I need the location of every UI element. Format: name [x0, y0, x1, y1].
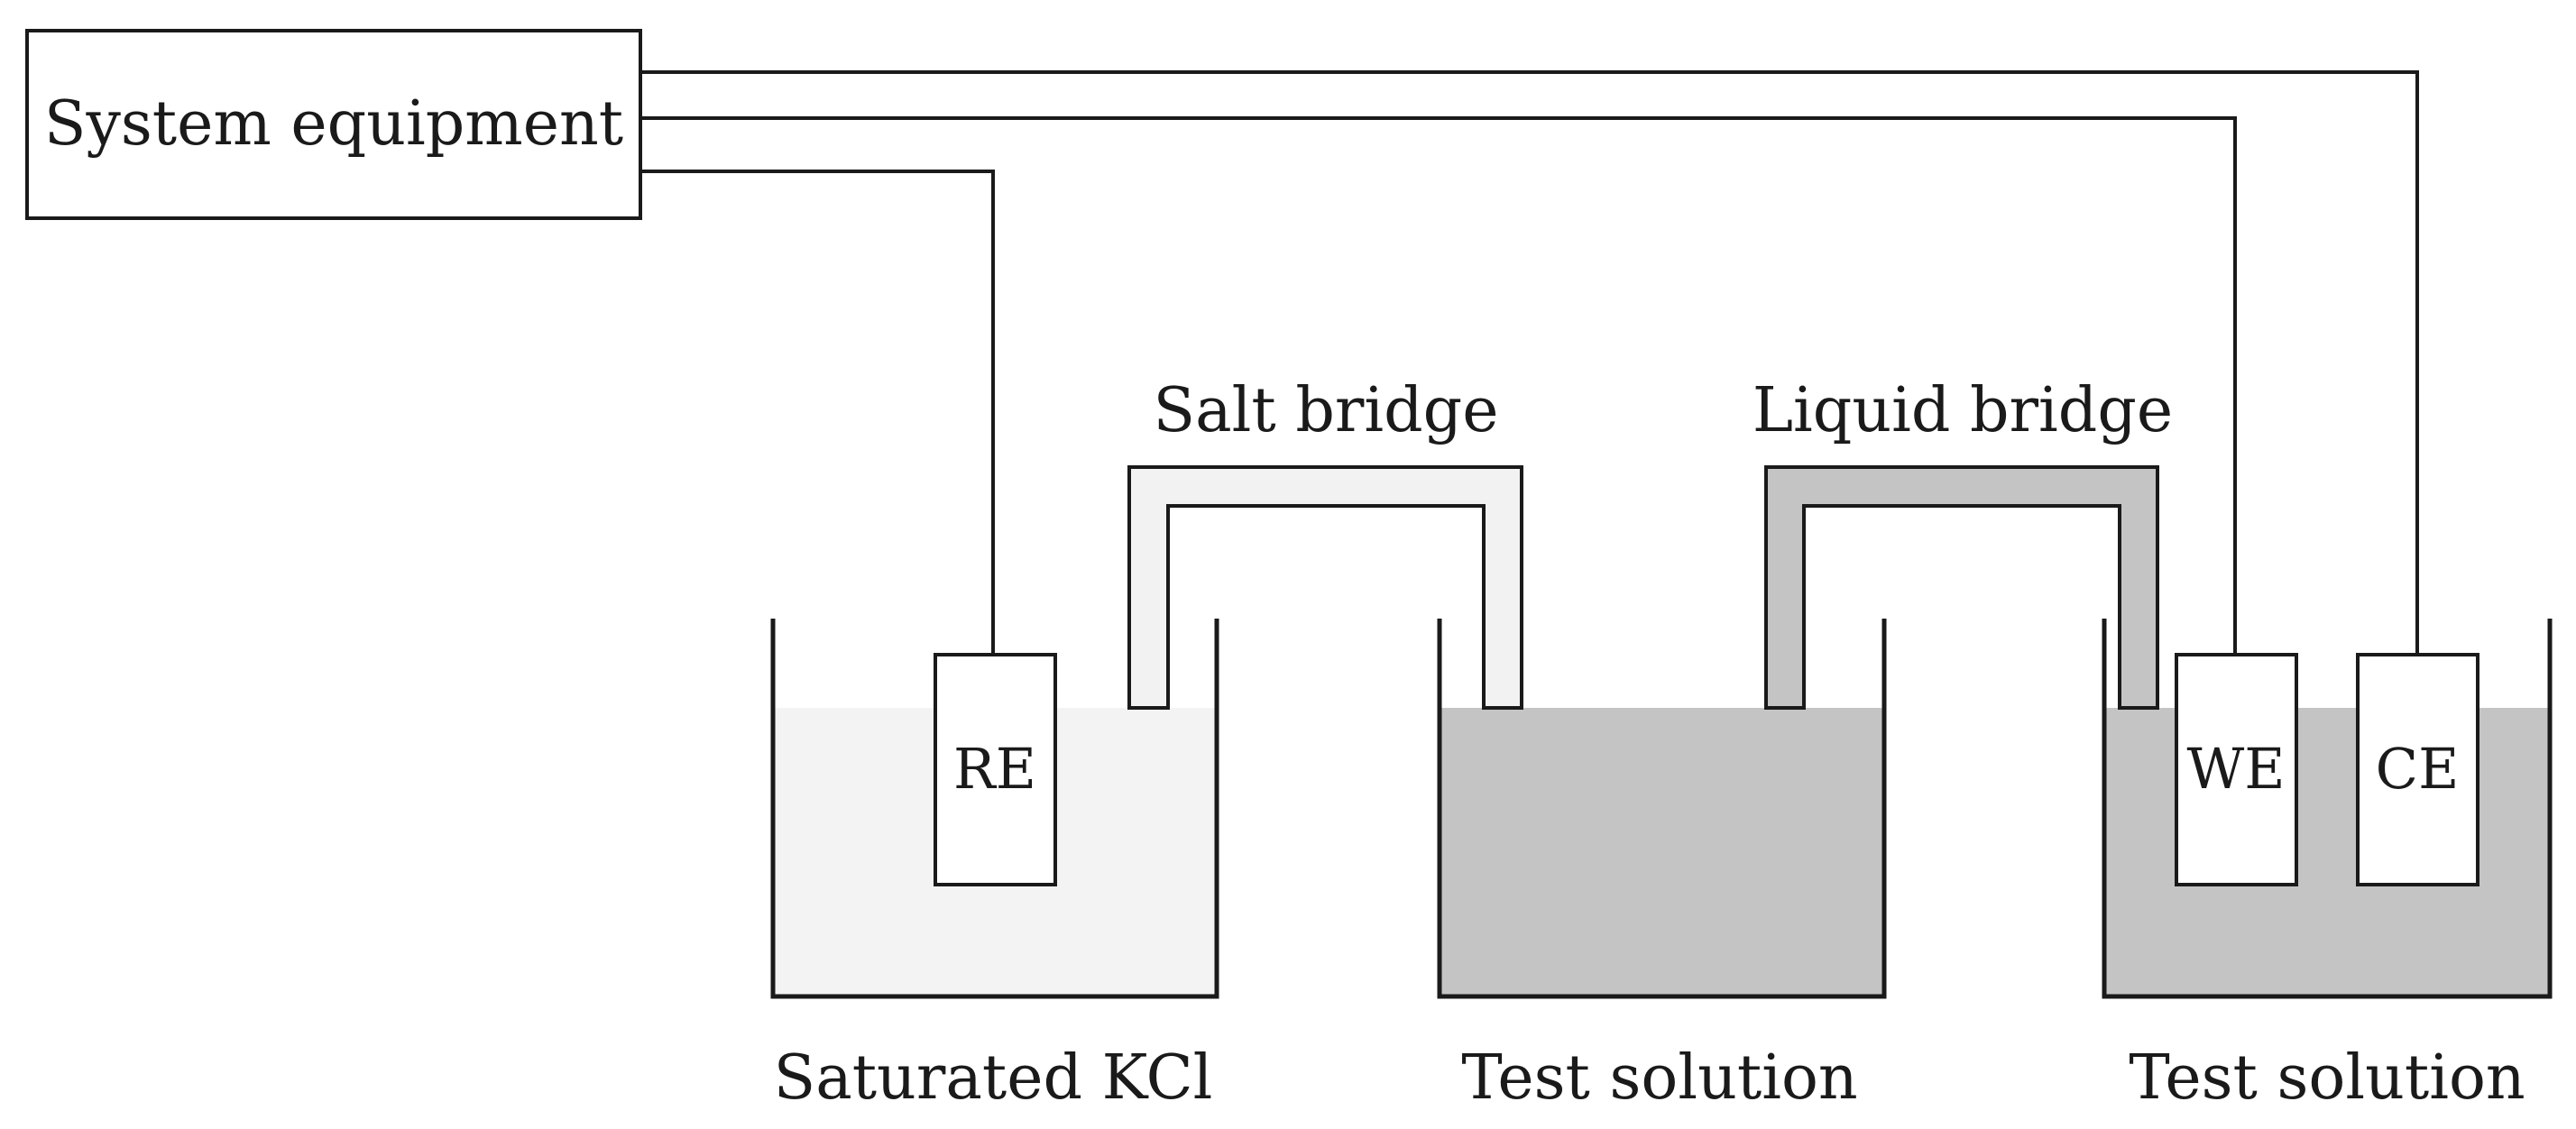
working-electrode: WE	[2175, 653, 2298, 886]
we-body	[2175, 653, 2298, 886]
system-equipment: System equipment	[25, 29, 642, 220]
re-label: RE	[953, 736, 1036, 802]
ce-label: CE	[2376, 736, 2460, 802]
left-cell-label: Saturated KCl	[774, 1042, 1213, 1114]
wire-to-re	[640, 170, 995, 655]
wire-to-we	[640, 116, 2237, 655]
system-equipment-label: System equipment	[44, 88, 623, 160]
salt-bridge-tube	[1127, 465, 1523, 710]
wiring	[640, 70, 2419, 655]
ce-body	[2356, 653, 2479, 886]
we-label: WE	[2187, 736, 2286, 802]
system-equipment-box	[25, 29, 642, 220]
liquid-bridge: Liquid bridge	[1753, 375, 2173, 710]
right-beaker	[2102, 619, 2553, 999]
middle-cell-liquid	[1440, 708, 1884, 996]
re-body	[934, 653, 1057, 886]
salt-bridge: Salt bridge	[1127, 375, 1523, 710]
counter-electrode: CE	[2356, 653, 2479, 886]
wire-to-ce	[640, 70, 2419, 655]
liquid-bridge-label: Liquid bridge	[1753, 375, 2173, 446]
left-beaker	[770, 619, 1219, 999]
salt-bridge-label: Salt bridge	[1154, 375, 1499, 446]
right-cell-liquid	[2104, 708, 2550, 996]
middle-cell-label: Test solution	[1461, 1042, 1857, 1114]
reference-electrode: RE	[934, 653, 1057, 886]
middle-beaker	[1437, 619, 1887, 999]
liquid-bridge-tube	[1764, 465, 2159, 710]
right-cell-label: Test solution	[2129, 1042, 2525, 1114]
